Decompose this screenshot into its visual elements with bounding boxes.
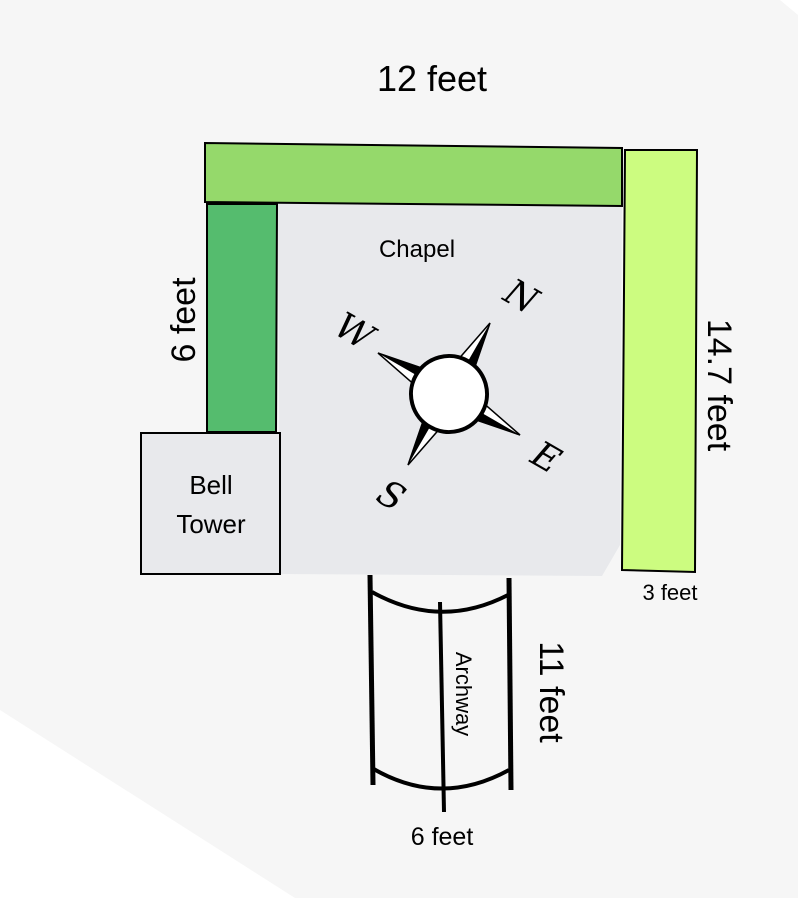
bell-tower-label-line1: Bell [189, 470, 232, 500]
right-dimension-label: 14.7 feet [700, 319, 738, 452]
archway [367, 574, 514, 813]
bell-tower [140, 432, 281, 575]
bell-tower-label-line2: Tower [176, 509, 246, 539]
compass-center [409, 354, 489, 434]
compass-rose-icon [377, 322, 521, 466]
top-dimension-label: 12 feet [377, 58, 487, 99]
top-wall [204, 141, 623, 208]
chapel-label: Chapel [379, 236, 455, 263]
archway-label: Archway [451, 652, 476, 736]
archway-width-label: 6 feet [411, 823, 474, 851]
left-wall [206, 203, 279, 433]
right-wall [620, 149, 699, 574]
right-width-label: 3 feet [642, 580, 697, 605]
archway-length-label: 11 feet [532, 641, 570, 743]
left-dimension-label: 6 feet [165, 277, 203, 363]
